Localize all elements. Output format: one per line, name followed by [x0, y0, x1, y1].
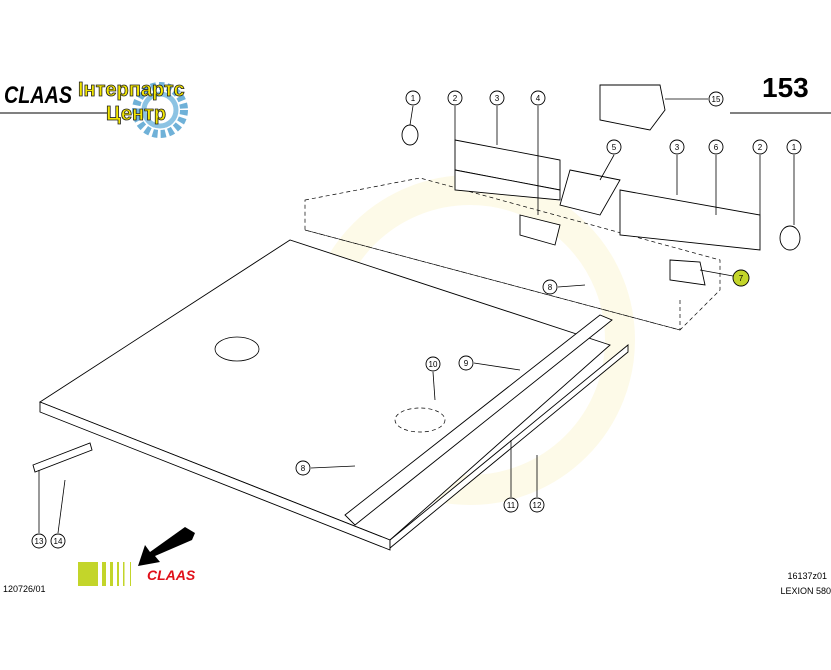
svg-text:12: 12 [533, 501, 542, 510]
svg-text:7: 7 [739, 274, 744, 283]
callout: 1 [786, 139, 802, 155]
svg-text:6: 6 [714, 143, 719, 152]
svg-text:1: 1 [792, 143, 797, 152]
svg-text:2: 2 [758, 143, 763, 152]
side-guides [401, 84, 801, 286]
svg-text:4: 4 [536, 94, 541, 103]
callout: 13 [31, 533, 47, 549]
callout: 12 [529, 497, 545, 513]
svg-text:15: 15 [712, 95, 721, 104]
svg-text:CLAAS: CLAAS [147, 567, 196, 583]
callout: 6 [708, 139, 724, 155]
svg-text:5: 5 [612, 143, 617, 152]
callout: 3 [669, 139, 685, 155]
svg-text:1: 1 [411, 94, 416, 103]
svg-text:3: 3 [495, 94, 500, 103]
callout: 1 [405, 90, 421, 106]
callout: 8 [295, 460, 311, 476]
callout-highlighted: 7 [732, 269, 750, 287]
callout: 3 [489, 90, 505, 106]
callout: 5 [606, 139, 622, 155]
callout: 11 [503, 497, 519, 513]
claas-footer-logo: CLAAS [78, 562, 196, 586]
svg-text:13: 13 [35, 537, 44, 546]
svg-text:Центр: Центр [106, 103, 166, 125]
drawing-code: 120726/01 [3, 584, 46, 594]
svg-text:CLAAS: CLAAS [4, 82, 72, 109]
callout: 9 [458, 355, 474, 371]
svg-text:3: 3 [675, 143, 680, 152]
callout: 14 [50, 533, 66, 549]
svg-text:9: 9 [464, 359, 469, 368]
figure-code: 16137z01 [787, 571, 827, 581]
svg-text:2: 2 [453, 94, 458, 103]
gear-icon [132, 82, 188, 138]
callout: 4 [530, 90, 546, 106]
callout: 8 [542, 279, 558, 295]
svg-text:11: 11 [507, 501, 516, 510]
callout: 15 [708, 91, 724, 107]
callout: 2 [447, 90, 463, 106]
svg-text:8: 8 [301, 464, 306, 473]
direction-arrow-icon [138, 527, 195, 566]
feeder-housing-outline [304, 177, 721, 331]
leader-lines [38, 98, 795, 534]
floor-plate [32, 239, 629, 551]
svg-text:10: 10 [429, 360, 438, 369]
page-number: 153 [762, 72, 809, 103]
model-name: LEXION 580 [780, 586, 831, 596]
svg-text:14: 14 [54, 537, 63, 546]
callout: 10 [425, 356, 441, 372]
svg-text:Інтерпартс: Інтерпартс [78, 79, 185, 101]
callout: 2 [752, 139, 768, 155]
svg-text:8: 8 [548, 283, 553, 292]
header-logo: CLAAS Інтерпартс Центр [0, 79, 188, 138]
